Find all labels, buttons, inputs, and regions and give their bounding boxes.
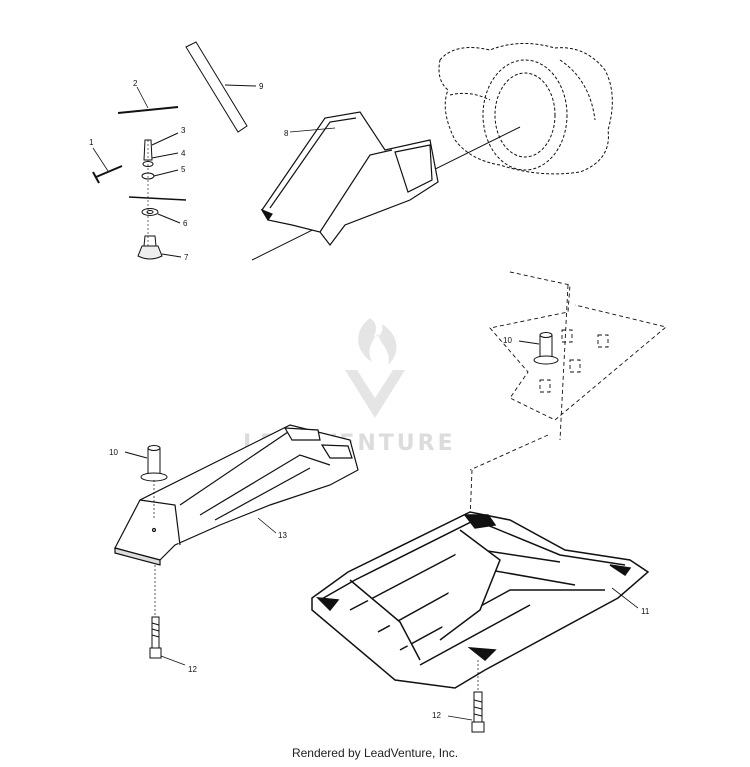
floor-panel-dashed xyxy=(469,271,667,521)
part-8-shroud xyxy=(260,111,439,246)
callout-2: 2 xyxy=(133,79,138,88)
fastener-stack xyxy=(128,132,187,260)
callout-1: 1 xyxy=(89,138,94,147)
part-1-rivet xyxy=(92,147,123,184)
part-10-bumper-upper xyxy=(518,332,559,365)
part-13-wear-rail xyxy=(114,424,359,566)
callout-9: 9 xyxy=(259,82,264,91)
part-2-pin xyxy=(117,86,179,114)
callout-labels: 1 2 3 4 5 6 7 8 9 10 10 11 12 12 13 xyxy=(89,79,650,720)
engine-housing-outline xyxy=(438,42,613,175)
callout-7: 7 xyxy=(184,253,189,262)
callout-6: 6 xyxy=(183,219,188,228)
callout-12-left: 12 xyxy=(188,665,197,674)
callout-13: 13 xyxy=(278,531,287,540)
callout-10-upper: 10 xyxy=(503,336,512,345)
part-12-bolt-left xyxy=(149,565,186,666)
callout-5: 5 xyxy=(181,165,186,174)
part-10-bumper-lower xyxy=(124,445,168,482)
callout-4: 4 xyxy=(181,149,186,158)
part-9-strip xyxy=(185,41,257,133)
footer-credit: Rendered by LeadVenture, Inc. xyxy=(291,746,459,760)
callout-10-lower: 10 xyxy=(109,448,118,457)
part-11-skid-plate xyxy=(311,511,650,689)
callout-12-right: 12 xyxy=(432,711,441,720)
part-12-bolt-right xyxy=(447,660,485,733)
callout-11: 11 xyxy=(641,607,650,616)
callout-8: 8 xyxy=(284,129,289,138)
callout-3: 3 xyxy=(181,126,186,135)
